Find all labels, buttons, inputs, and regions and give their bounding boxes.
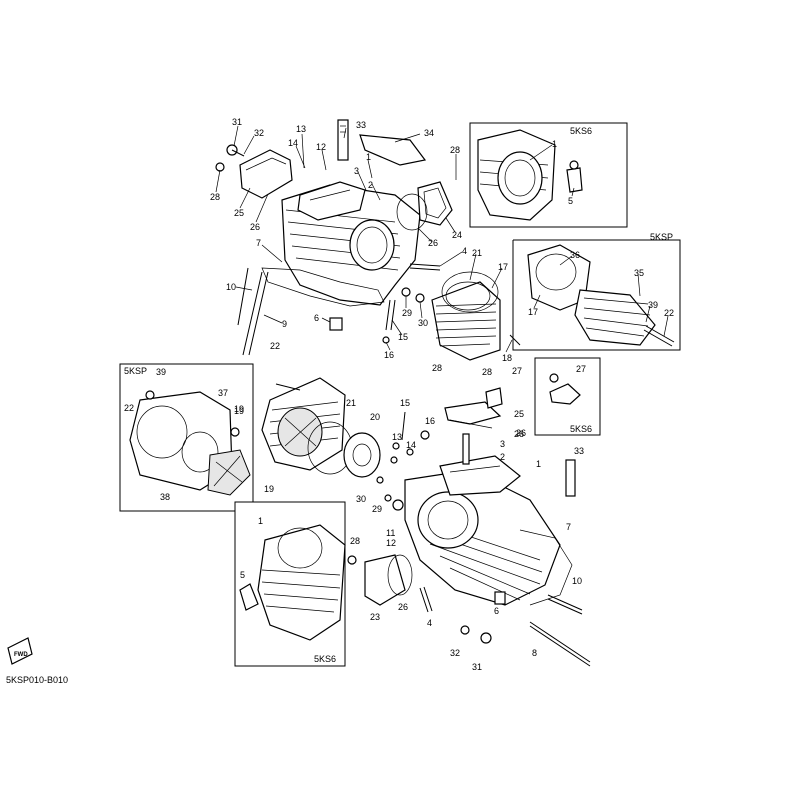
small-right-inset-part [549, 373, 581, 405]
callout-label: 12 [316, 142, 326, 152]
callout-label: 3 [354, 166, 359, 176]
callout-label: 28 [210, 192, 220, 202]
callout-label: 25 [514, 409, 524, 419]
callout-label: 23 [370, 612, 380, 622]
callout-label: 30 [356, 494, 366, 504]
mid-right-inset-cylinder [527, 244, 675, 347]
callout-label: 13 [392, 432, 402, 442]
finned-cylinder-upper [431, 271, 521, 361]
callout-label: 16 [425, 416, 435, 426]
callout-label: 5 [568, 196, 573, 206]
callout-label: 31 [232, 117, 242, 127]
callout-label: 37 [218, 388, 228, 398]
callout-label: 22 [664, 308, 674, 318]
callout-label: 26 [398, 602, 408, 612]
diagram-code: 5KSP010-B010 [6, 675, 68, 685]
callout-label: 19 [234, 404, 244, 414]
callout-label: 32 [450, 648, 460, 658]
callout-label: 26 [428, 238, 438, 248]
callout-label: 8 [532, 648, 537, 658]
bottom-left-inset-head [239, 524, 413, 641]
callout-label: 1 [536, 459, 541, 469]
callout-label: 1 [552, 139, 557, 149]
callout-label: 1 [366, 152, 371, 162]
inset-tag-top-right: 5KS6 [570, 126, 592, 136]
callout-label: 13 [296, 124, 306, 134]
callout-label: 28 [350, 536, 360, 546]
forward-arrow-icon: FWD [7, 637, 33, 665]
lower-cylinder-head [376, 387, 591, 667]
callout-label: 9 [282, 319, 287, 329]
inset-tag-left: 5KSP [124, 366, 147, 376]
callout-label: 34 [424, 128, 434, 138]
callout-label: 31 [472, 662, 482, 672]
callout-label: 22 [270, 341, 280, 351]
callout-label: 32 [254, 128, 264, 138]
inset-tag-mid-right: 5KSP [650, 232, 673, 242]
callout-label: 29 [372, 504, 382, 514]
callout-label: 21 [346, 398, 356, 408]
callout-label: 28 [432, 363, 442, 373]
callout-label: 26 [250, 222, 260, 232]
inset-tag-small-right: 5KS6 [570, 424, 592, 434]
callout-label: 16 [384, 350, 394, 360]
callout-label: 24 [452, 230, 462, 240]
callout-label: 14 [288, 138, 298, 148]
callout-label: 25 [234, 208, 244, 218]
forward-label: FWD [14, 652, 28, 658]
callout-label: 2 [368, 180, 373, 190]
callout-label: 10 [572, 576, 582, 586]
callout-label: 28 [450, 145, 460, 155]
top-right-inset-head [477, 129, 583, 221]
callout-label: 19 [264, 484, 274, 494]
middle-left-cylinder [261, 377, 381, 478]
callout-label: 26 [516, 428, 526, 438]
callout-label: 30 [418, 318, 428, 328]
callout-label: 38 [160, 492, 170, 502]
callout-numbers: 31 32 28 25 26 13 14 12 33 34 1 3 2 7 10… [124, 117, 674, 672]
leader-lines [215, 125, 669, 353]
callout-label: 14 [406, 440, 416, 450]
callout-label: 18 [502, 353, 512, 363]
callout-label: 4 [427, 618, 432, 628]
callout-label: 7 [566, 522, 571, 532]
callout-label: 27 [576, 364, 586, 374]
callout-label: 21 [472, 248, 482, 258]
callout-label: 20 [370, 412, 380, 422]
callout-label: 6 [314, 313, 319, 323]
callout-label: 35 [634, 268, 644, 278]
top-cylinder-head [215, 119, 453, 356]
callout-label: 22 [124, 403, 134, 413]
callout-label: 5 [240, 570, 245, 580]
callout-label: 33 [356, 120, 366, 130]
callout-label: 36 [570, 250, 580, 260]
callout-label: 26 [514, 429, 524, 439]
callout-label: 2 [500, 452, 505, 462]
callout-label: 15 [400, 398, 410, 408]
callout-label: 19 [234, 406, 244, 416]
left-inset-cylinder [129, 390, 251, 496]
callout-label: 4 [462, 246, 467, 256]
callout-label: 39 [648, 300, 658, 310]
callout-label: 17 [498, 262, 508, 272]
callout-label: 6 [494, 606, 499, 616]
callout-label: 39 [156, 367, 166, 377]
callout-label: 33 [574, 446, 584, 456]
callout-label: 15 [398, 332, 408, 342]
callout-label: 10 [226, 282, 236, 292]
callout-label: 28 [482, 367, 492, 377]
callout-label: 1 [258, 516, 263, 526]
inset-tag-bottom-left: 5KS6 [314, 654, 336, 664]
callout-label: 12 [386, 538, 396, 548]
callout-label: 3 [500, 439, 505, 449]
callout-label: 11 [386, 528, 395, 538]
callout-label: 29 [402, 308, 412, 318]
callout-label: 17 [528, 307, 538, 317]
callout-label: 27 [512, 366, 522, 376]
callout-label: 7 [256, 238, 261, 248]
